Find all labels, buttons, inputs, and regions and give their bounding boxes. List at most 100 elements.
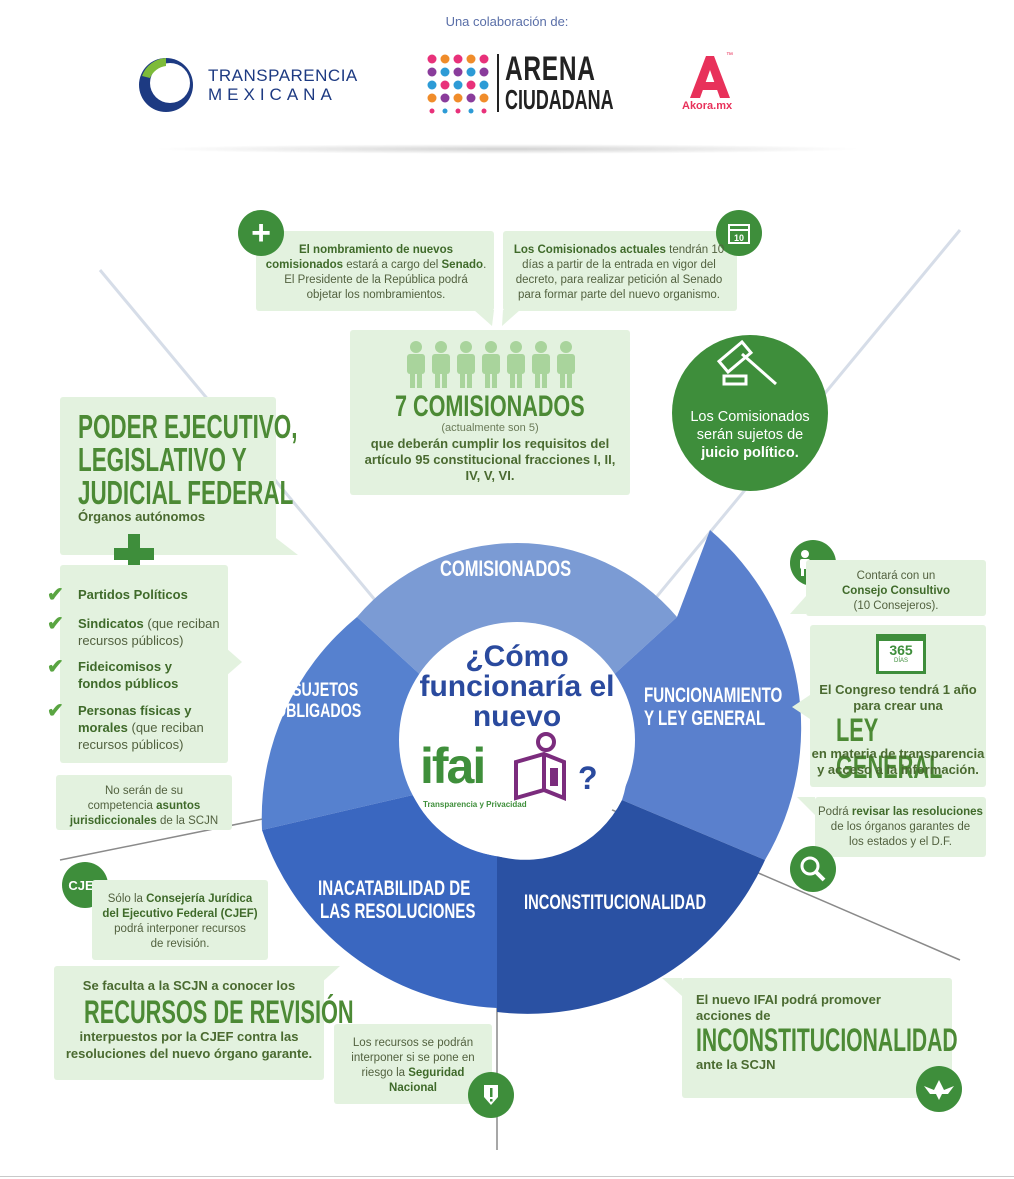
ifai-tagline: Transparencia y Privacidad — [423, 800, 527, 809]
requisitos-line-1: que deberán cumplir los requisitos del — [370, 436, 610, 451]
center-question-2: funcionaría el — [419, 670, 615, 703]
label-sujetos-2: OBLIGADOS — [275, 701, 362, 722]
consejo-box — [806, 560, 986, 616]
poder-line-2: LEGISLATIVO Y — [78, 441, 247, 478]
center-question-3: nuevo — [472, 700, 562, 733]
cjef-text: Sólo la Consejería Jurídica del Ejecutiv… — [102, 893, 258, 950]
actuales-box-tail — [502, 310, 520, 326]
organos-text: Órganos autónomos — [78, 509, 206, 524]
incon-box-tail — [662, 978, 682, 996]
ifai-person-icon — [514, 732, 566, 801]
ante-text: ante la SCJN — [696, 1057, 776, 1072]
label-func-1: FUNCIONAMIENTO — [644, 684, 783, 707]
consejo-text: Contará con un Consejo Consultivo (10 Co… — [842, 570, 950, 612]
poder-box — [60, 397, 276, 555]
nombramiento-box-tail — [474, 310, 494, 326]
ifai-question-mark: ? — [578, 760, 598, 796]
nombramiento-bold-3: Senado — [441, 259, 484, 271]
poder-box-tail — [272, 535, 298, 555]
interpuestos-text: interpuestos por la CJEF contra las reso… — [65, 1029, 313, 1061]
search-icon — [790, 846, 836, 892]
check-icon-4: ✔ — [47, 700, 64, 722]
ifai-logo-text: ifai — [420, 738, 486, 794]
big-plus-icon — [114, 534, 154, 574]
faculta-box-tail — [320, 966, 340, 984]
label-func-2: Y LEY GENERAL — [644, 707, 766, 730]
revisar-text: Podrá revisar las resoluciones de los ór… — [818, 806, 983, 848]
no-seran-text: No serán de su competencia asuntos juris… — [69, 785, 219, 827]
nombramiento-bold-2: comisionados — [265, 259, 344, 271]
center-question-1: ¿Cómo — [465, 640, 569, 673]
arena-dots-icon — [427, 54, 489, 114]
inconstitucionalidad-box — [682, 978, 952, 1098]
akora-text: Akora.mx — [682, 100, 733, 112]
requisitos-text: que deberán cumplir los requisitos del a… — [350, 436, 630, 484]
requisitos-line-2: artículo 95 constitucional fracciones I,… — [364, 452, 616, 467]
juicio-line-3: juicio político. — [701, 445, 799, 461]
materia-text: en materia de transparencia y acceso a l… — [811, 746, 985, 777]
segment-comisionados[interactable] — [357, 543, 677, 690]
actuales-box — [503, 231, 737, 311]
consejo-box-tail — [790, 596, 806, 614]
nombramiento-bold-1: El nombramiento de nuevos — [299, 244, 453, 256]
people-icons — [407, 341, 575, 388]
actuales-text-1: tendrán 10 — [665, 244, 725, 256]
juicio-line-1: Los Comisionados — [690, 409, 810, 425]
cal-365-number: 365 — [889, 642, 913, 658]
actuales-bold: Los Comisionados actuales — [513, 244, 666, 256]
seguridad-box — [334, 1024, 492, 1104]
revisar-box — [815, 797, 986, 857]
cal-365-dias: DÍAS — [893, 658, 908, 664]
akora-logo: ™ Akora.mx — [678, 52, 748, 116]
segment-inacatabilidad[interactable] — [262, 795, 497, 1008]
segment-inconstitucionalidad[interactable] — [497, 800, 765, 1014]
label-incon: INCONSTITUCIONALIDAD — [524, 891, 707, 914]
actuales-text: Los Comisionados actuales tendrán 10 día… — [505, 243, 733, 303]
faculta-text: Se faculta a la SCJN a conocer los — [82, 978, 296, 993]
nombramiento-line-3: El Presidente de la República podrá — [284, 274, 468, 286]
ley-general-title: LEY GENERAL — [836, 712, 943, 785]
calendar-365-icon: 365 DÍAS — [876, 634, 926, 674]
faculta-box — [54, 966, 324, 1080]
akora-tm: ™ — [726, 52, 733, 59]
arena-divider — [497, 54, 499, 112]
cjef-box — [92, 880, 268, 960]
nombramiento-text-3: . — [483, 259, 487, 271]
actuales-line-2: días a partir de la entrada en vigor del — [522, 259, 716, 271]
sujetos-list-tail — [226, 648, 242, 676]
collab-label: Una colaboración de: — [445, 14, 569, 29]
congreso-text: El Congreso tendrá 1 año para crear una — [819, 682, 977, 713]
incon-title: INCONSTITUCIONALIDAD — [696, 1022, 958, 1058]
tm-circle-icon — [139, 58, 193, 112]
check-icon-3: ✔ — [47, 656, 64, 678]
plus-icon: + — [238, 210, 284, 256]
actualmente-text: (actualmente son 5) — [441, 422, 539, 434]
calendar-icon: 10 — [716, 210, 762, 256]
siete-comisionados-title: 7 COMISIONADOS — [395, 390, 585, 423]
nombramiento-box — [256, 231, 494, 311]
actuales-line-4: para formar parte del nuevo organismo. — [518, 289, 720, 301]
check-icon-2: ✔ — [47, 613, 64, 635]
sujetos-list-box — [60, 565, 228, 763]
no-seran-box — [56, 775, 232, 830]
label-sujetos-1: SUJETOS — [292, 680, 359, 701]
check-icon-1: ✔ — [47, 584, 64, 606]
seguridad-text: Los recursos se podrán interponer si se … — [351, 1037, 475, 1094]
actuales-line-3: decreto, para realizar petición al Senad… — [515, 274, 723, 286]
segment-funcionamiento[interactable] — [597, 530, 802, 860]
ley-box-tail — [792, 695, 810, 719]
juicio-line-2: serán sujetos de — [696, 427, 804, 443]
juicio-text: Los Comisionados serán sujetos de juicio… — [672, 408, 828, 462]
tm-line2: MEXICANA — [208, 85, 337, 104]
arena-ciudadana-logo: ARENA CIUDADANA — [425, 52, 615, 116]
requisitos-line-3: IV, V, VI. — [465, 468, 515, 483]
akora-a-icon — [690, 56, 730, 98]
eagle-icon — [916, 1066, 962, 1112]
alert-icon — [468, 1072, 514, 1118]
segment-sujetos[interactable] — [261, 617, 437, 830]
calendar-number: 10 — [734, 233, 744, 243]
